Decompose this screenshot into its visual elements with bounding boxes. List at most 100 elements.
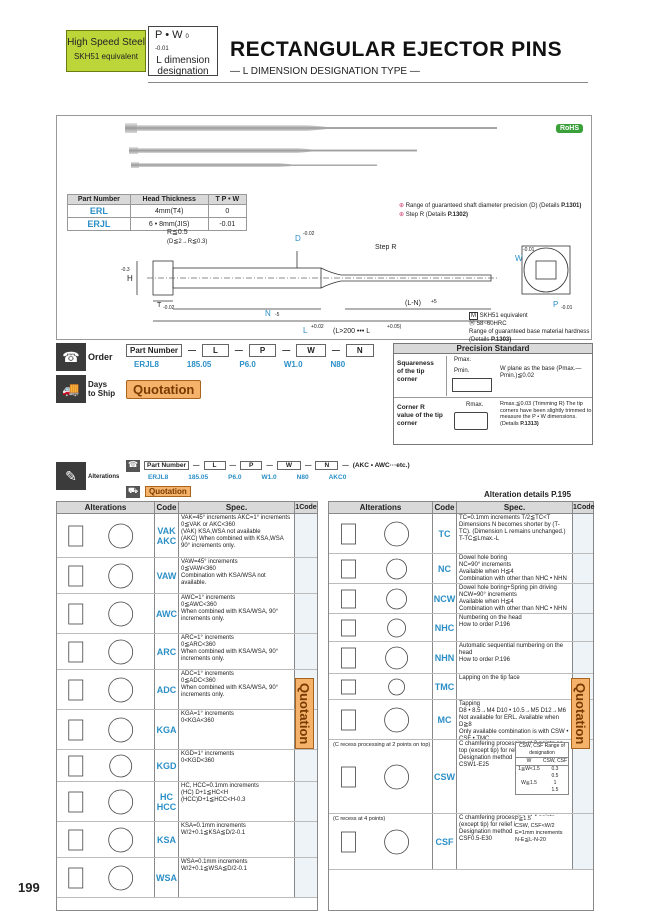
alterations-icon: ✎ bbox=[56, 462, 86, 490]
alteration-code: KGA bbox=[155, 710, 179, 749]
sketch-head bbox=[108, 717, 134, 743]
dim-l-tol: +0.02 bbox=[311, 324, 324, 330]
material-badge: High Speed Steel SKH51 equivalent bbox=[66, 30, 146, 72]
alteration-drawing bbox=[57, 558, 155, 593]
note-marker-icon: ⊕ bbox=[399, 203, 405, 209]
alteration-drawing bbox=[57, 634, 155, 669]
quotation-badge[interactable]: Quotation bbox=[126, 380, 202, 399]
sketch-side bbox=[68, 679, 84, 701]
alteration-sketch bbox=[341, 618, 406, 638]
alteration-code: AWC bbox=[155, 594, 179, 633]
sketch-head bbox=[109, 754, 133, 778]
alt-quotation-badge[interactable]: Quotation bbox=[145, 486, 191, 497]
precision-row-corner-r: Corner R value of the tip corner Rmax. R… bbox=[394, 398, 592, 438]
alteration-drawing bbox=[57, 822, 155, 857]
alteration-sketch bbox=[68, 717, 134, 743]
alteration-subtitle: (C recess processing at 2 points on top) bbox=[333, 742, 431, 748]
alteration-drawing bbox=[57, 710, 155, 749]
sketch-side bbox=[341, 831, 356, 853]
alteration-drawing: (C recess at 4 points) bbox=[329, 814, 433, 869]
dim-h: H bbox=[127, 274, 133, 283]
alteration-spec: ARC=1° increments 0≦ARC<360 When combine… bbox=[179, 634, 295, 669]
note-marker-icon: ⊕ bbox=[399, 212, 405, 218]
sketch-head bbox=[384, 829, 409, 855]
sketch-side bbox=[68, 565, 84, 587]
pt-header-thickness: Head Thickness bbox=[129, 194, 209, 205]
sketch-side bbox=[68, 791, 84, 813]
alteration-spec: Lapping on the tip face bbox=[457, 674, 573, 699]
hardness-icon: Ⓗ bbox=[469, 321, 476, 327]
alteration-drawing: (C recess processing at 2 points on top) bbox=[329, 740, 433, 813]
designation-line-1: L dimension bbox=[156, 55, 210, 66]
alteration-1code-cell bbox=[295, 822, 317, 857]
alteration-drawing bbox=[329, 674, 433, 699]
alterations-label: Alterations bbox=[88, 474, 120, 480]
alteration-spec: Automatic sequential numbering on the he… bbox=[457, 642, 573, 673]
product-drawing-panel: RoHS Part Number Head Thickness T P • W … bbox=[56, 115, 592, 343]
m-icon: M bbox=[469, 312, 478, 320]
alteration-code: NHN bbox=[433, 642, 457, 673]
right-quotation-vertical: Quotation bbox=[571, 678, 590, 750]
alteration-drawing bbox=[57, 858, 155, 897]
alteration-drawing bbox=[57, 782, 155, 821]
alteration-1code-cell bbox=[573, 514, 593, 553]
alteration-drawing bbox=[57, 594, 155, 633]
alteration-code: VAW bbox=[155, 558, 179, 593]
alt-truck-icon: ⛟ bbox=[126, 486, 140, 498]
alteration-spec: Numbering on the head How to order P.196 bbox=[457, 614, 573, 641]
order-icon: ☎ bbox=[56, 343, 86, 371]
alteration-drawing bbox=[329, 700, 433, 739]
sketch-side bbox=[341, 647, 356, 669]
dim-p: P bbox=[553, 300, 558, 309]
alteration-1code-cell bbox=[295, 594, 317, 633]
sketch-head bbox=[108, 865, 134, 891]
alteration-1code-cell bbox=[295, 514, 317, 557]
page-subtitle: — L DIMENSION DESIGNATION TYPE — bbox=[230, 66, 420, 77]
page-number: 199 bbox=[18, 880, 40, 895]
alteration-code: VAK AKC bbox=[155, 514, 179, 557]
order-ex-l: 185.05 bbox=[186, 360, 212, 369]
alteration-1code-cell bbox=[295, 634, 317, 669]
order-example-row: ERJL8 185.05 P6.0 W1.0 N80 bbox=[134, 360, 345, 369]
sketch-head bbox=[108, 523, 134, 549]
alteration-spec: ADC=1° increments 0≦ADC<360 When combine… bbox=[179, 670, 295, 709]
sketch-side bbox=[341, 679, 356, 695]
alteration-details-link[interactable]: Alteration details P.195 bbox=[484, 490, 572, 499]
alteration-1code-cell bbox=[295, 858, 317, 897]
precision-row-squareness: Squareness of the tip corner Pmax. Pmin.… bbox=[394, 354, 592, 398]
sketch-side bbox=[341, 559, 356, 579]
dim-w: W bbox=[515, 254, 523, 263]
alteration-sketch bbox=[341, 829, 409, 855]
alteration-code: KGD bbox=[155, 750, 179, 781]
sketch-side bbox=[68, 719, 84, 741]
alteration-spec: Tapping D8 • 8.5→M4 D10 • 10.5→M5 D12→M6… bbox=[457, 700, 573, 739]
pt-row-erjl-tol: -0.01 bbox=[207, 217, 248, 231]
alteration-sketch bbox=[68, 601, 134, 627]
alteration-subtitle: (C recess at 4 points) bbox=[333, 816, 386, 822]
dim-d-tol: -0.02 bbox=[303, 231, 315, 237]
dim-step-r: Step R bbox=[375, 244, 396, 251]
dim-n: N bbox=[265, 309, 271, 318]
alteration-code: WSA bbox=[155, 858, 179, 897]
dim-l: L bbox=[303, 326, 308, 335]
alteration-drawing bbox=[57, 514, 155, 557]
alteration-code: TMC bbox=[433, 674, 457, 699]
alteration-sketch bbox=[68, 827, 134, 853]
alteration-code: TC bbox=[433, 514, 457, 553]
